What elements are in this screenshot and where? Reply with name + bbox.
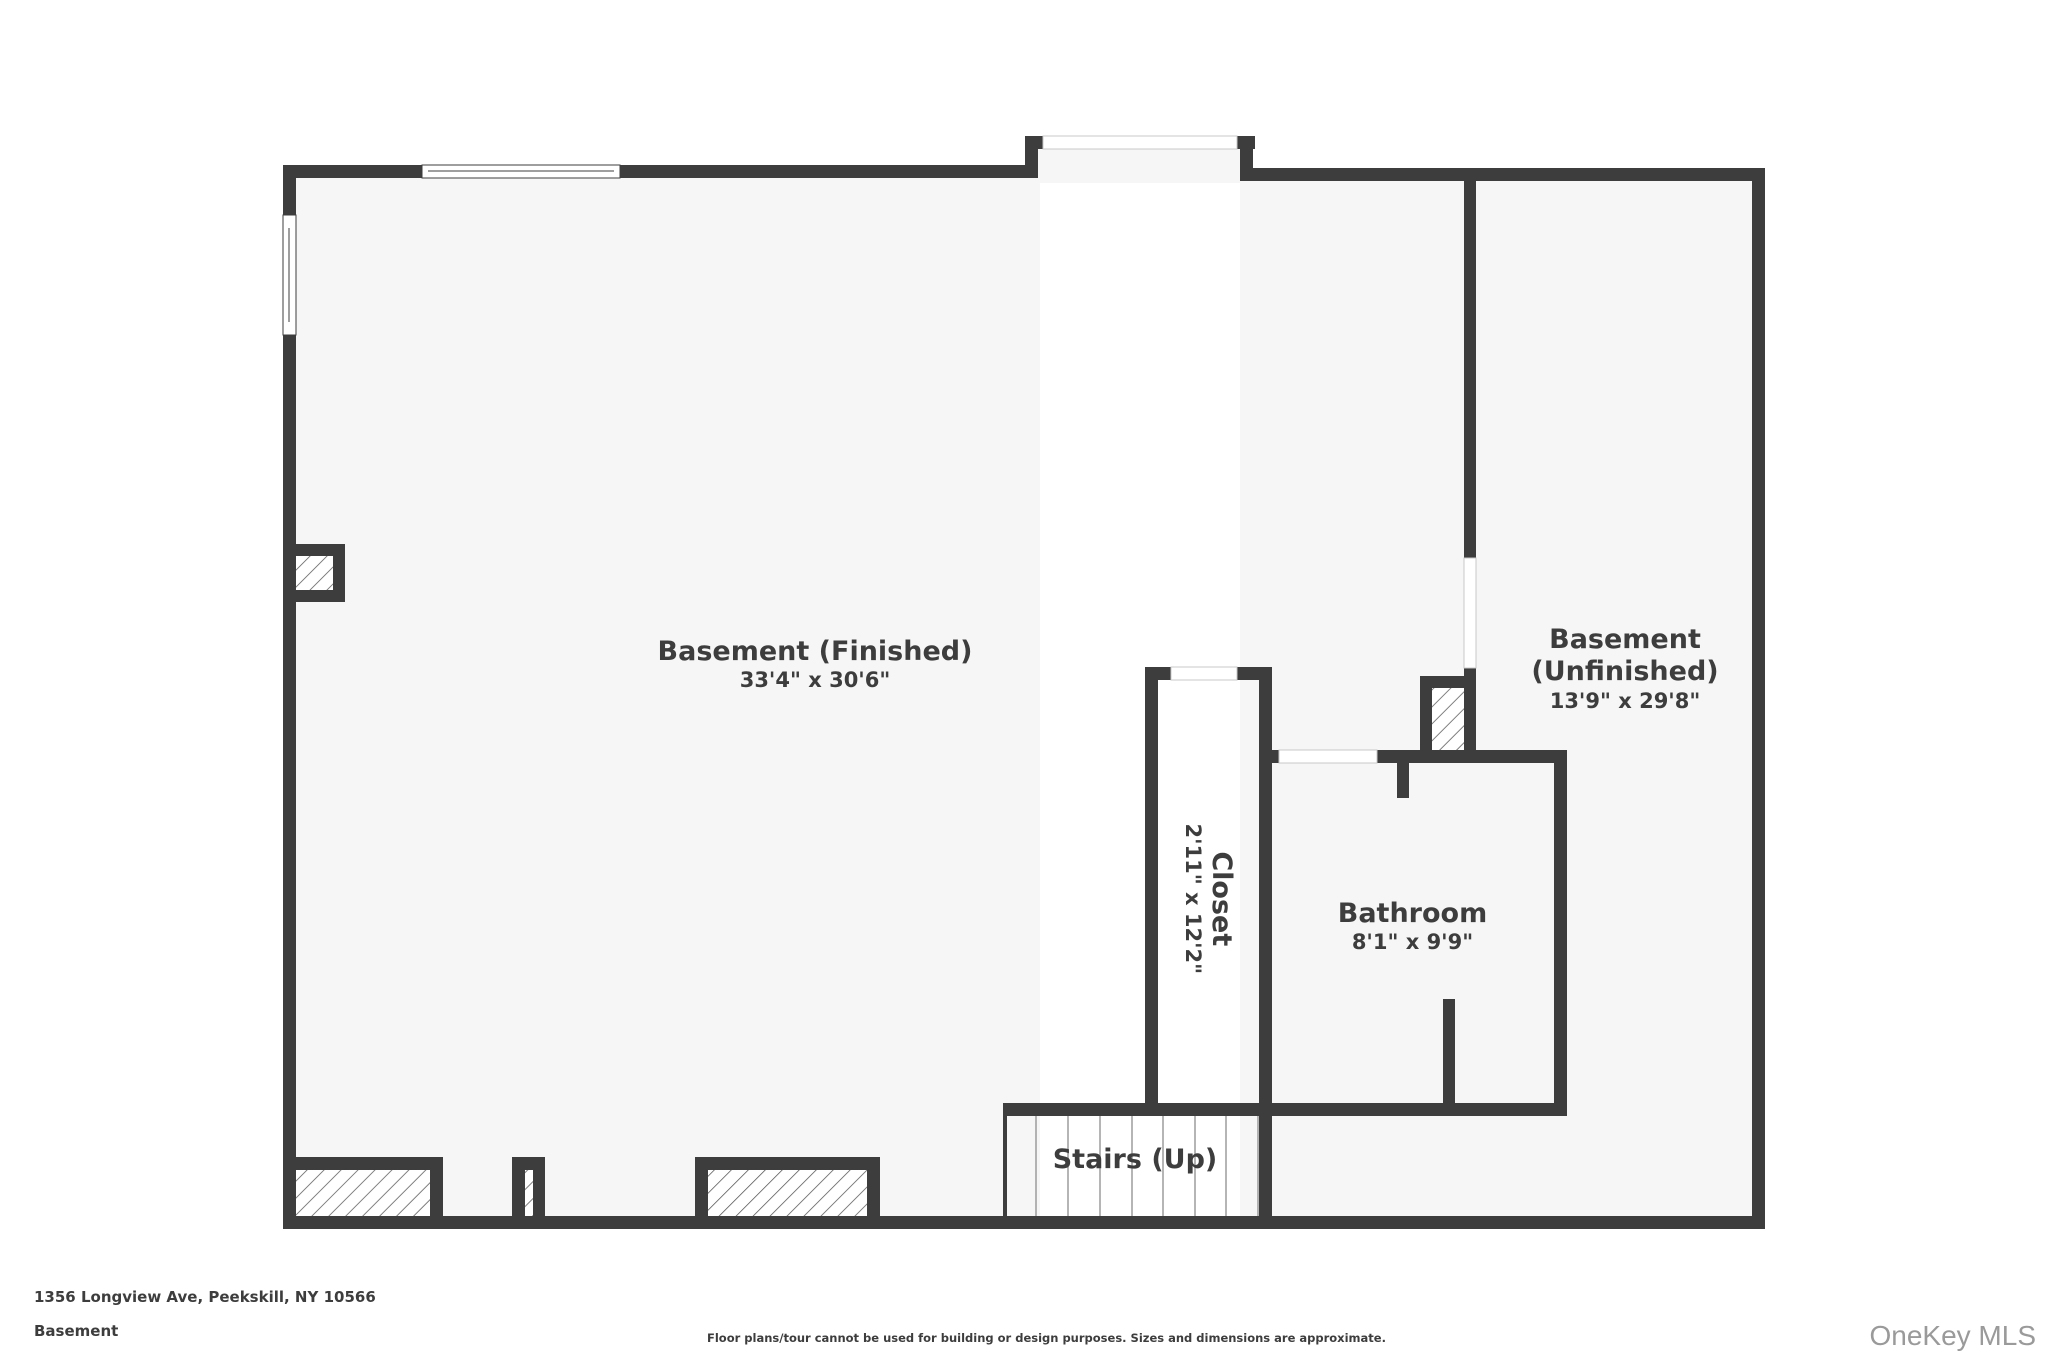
room-name: Bathroom: [1337, 898, 1488, 929]
stairs-treads: [1035, 1116, 1259, 1216]
opening-bathroom-door: [1278, 749, 1378, 764]
disclaimer: Floor plans/tour cannot be used for buil…: [707, 1331, 1386, 1345]
room-name-line1: Basement: [1549, 624, 1701, 655]
openings: [1042, 135, 1477, 764]
opening-closet-top: [1170, 666, 1238, 681]
brand-watermark: OneKey MLS: [1869, 1320, 2036, 1351]
room-label-basement-finished: Basement (Finished) 33'4" x 30'6": [610, 636, 1020, 694]
room-dimensions: 13'9" x 29'8": [1549, 688, 1701, 713]
room-dimensions: 33'4" x 30'6": [739, 668, 891, 693]
hatched-areas: [296, 556, 1464, 1216]
room-name: Stairs (Up): [1052, 1144, 1218, 1175]
room-label-basement-unfinished: Basement (Unfinished) 13'9" x 29'8": [1500, 624, 1750, 714]
property-address: 1356 Longview Ave, Peekskill, NY 10566: [34, 1288, 376, 1306]
room-name-line2: (Unfinished): [1531, 656, 1719, 688]
opening-top-bump: [1042, 135, 1238, 150]
floor-name: Basement: [34, 1322, 119, 1340]
walls: [283, 136, 1765, 1229]
windows: [282, 164, 621, 336]
room-dimensions: 2'11" x 12'2": [1180, 823, 1205, 975]
room-label-stairs: Stairs (Up): [1010, 1144, 1260, 1176]
room-label-closet: Closet 2'11" x 12'2": [1179, 749, 1237, 1049]
room-label-bathroom: Bathroom 8'1" x 9'9": [1280, 898, 1545, 956]
room-name: Closet: [1205, 851, 1237, 947]
floor-fill: [290, 143, 1760, 1225]
room-dimensions: 8'1" x 9'9": [1351, 930, 1474, 955]
opening-divider: [1463, 557, 1477, 669]
room-name: Basement (Finished): [657, 636, 973, 667]
